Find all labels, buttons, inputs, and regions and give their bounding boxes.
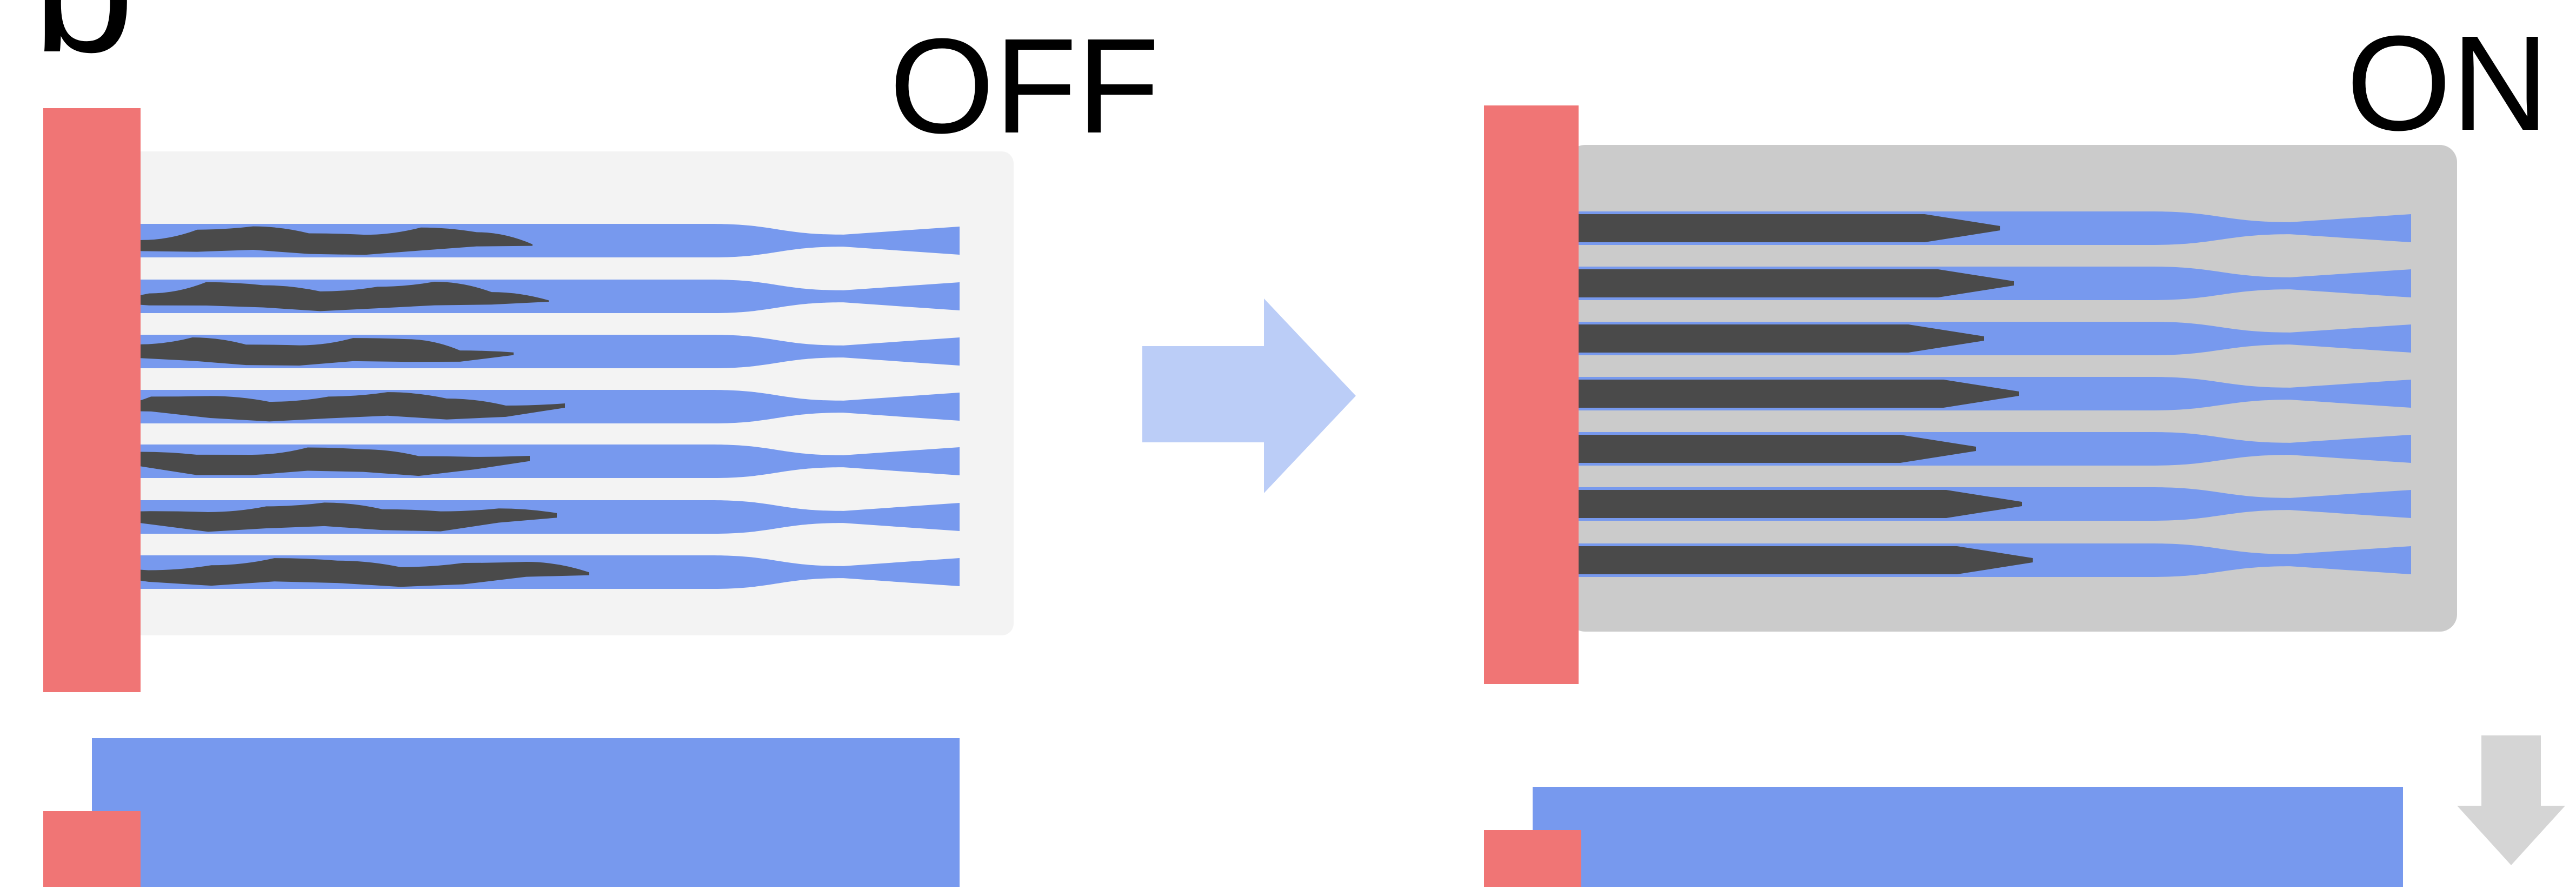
off-state-label: OFF — [889, 10, 1160, 161]
off-fiber-sheet — [92, 738, 960, 887]
strand — [1534, 324, 1984, 353]
strand — [1534, 380, 2019, 408]
strand — [92, 392, 565, 422]
on-strand-group — [1534, 214, 2033, 574]
on-electrode — [1484, 105, 1579, 684]
off-strand-group — [85, 226, 589, 587]
down-arrow-icon — [2457, 735, 2565, 865]
on-fiber-sheet — [1533, 787, 2403, 887]
strand — [1534, 214, 2000, 242]
on-electrode-base — [1484, 830, 1581, 887]
strand — [1534, 490, 2022, 518]
on-panel: ON — [1484, 8, 2565, 887]
strand — [1534, 269, 2014, 297]
strand — [1534, 546, 2033, 574]
panel-letter: b — [32, 0, 135, 91]
off-electrode-base — [43, 811, 141, 887]
strand — [92, 502, 557, 532]
strand — [1534, 435, 1976, 463]
strand — [85, 447, 530, 476]
right-arrow-icon — [1142, 298, 1356, 493]
off-panel: OFF — [43, 10, 1160, 887]
strand — [92, 282, 549, 311]
strand — [85, 558, 589, 587]
on-state-label: ON — [2346, 8, 2549, 158]
off-electrode — [43, 108, 141, 692]
strand — [85, 226, 532, 255]
strand — [85, 337, 514, 366]
